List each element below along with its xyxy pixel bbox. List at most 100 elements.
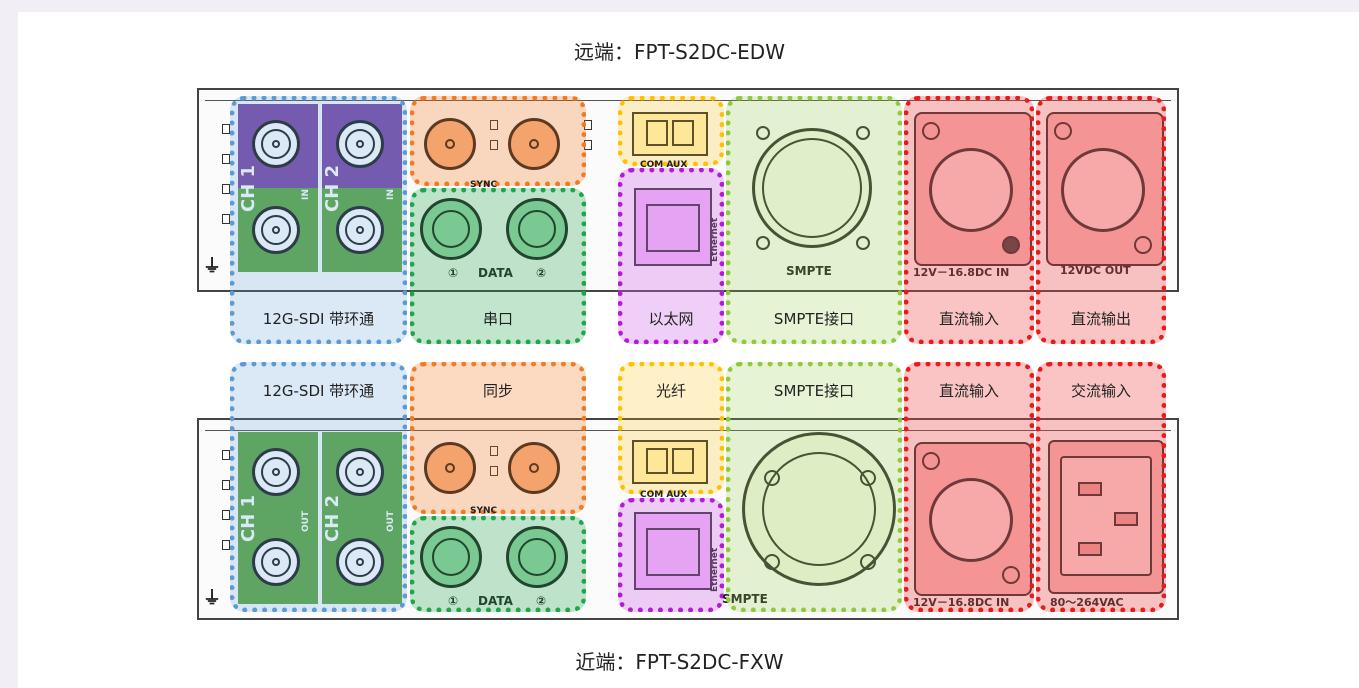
fiber-port-icon [672, 448, 694, 474]
bnc-connector-icon [252, 538, 300, 586]
bottom-smpte-zone [726, 362, 902, 612]
iec-pin-icon [1078, 482, 1102, 496]
smpte-inner-ring-icon [762, 452, 876, 566]
panel-marker [490, 120, 498, 130]
bnc-connector-icon [252, 448, 300, 496]
dc-in-rating: 12V－16.8DC IN [913, 266, 1010, 279]
panel-marker [222, 540, 230, 550]
bnc-connector-icon [336, 120, 384, 168]
port-2-label: ② [536, 594, 547, 608]
port-1-label: ① [448, 266, 459, 280]
bottom-ethernet-zone [618, 498, 724, 612]
bottom-serial-zone [410, 516, 586, 612]
com-aux-label: COM AUX [640, 160, 688, 170]
bottom-dc-in-zone [904, 362, 1034, 612]
sync-label: SYNC [470, 180, 498, 190]
screw-icon [756, 126, 770, 140]
screw-icon [1002, 236, 1020, 254]
pin-array-icon [518, 538, 556, 576]
pin-array-icon [432, 538, 470, 576]
bottom-sdi-zone [230, 362, 407, 612]
screw-icon [856, 126, 870, 140]
pin-array-icon [432, 210, 470, 248]
top-sync-zone [410, 96, 586, 186]
fiber-connector-icon [632, 440, 708, 484]
screw-icon [1134, 236, 1152, 254]
bnc-connector-icon [336, 206, 384, 254]
panel-marker [490, 140, 498, 150]
smpte-inner-ring-icon [762, 138, 862, 238]
top-dc-in-zone [904, 96, 1034, 344]
bnc-connector-icon [336, 448, 384, 496]
pin-icon [445, 463, 455, 473]
panel-marker [222, 184, 230, 194]
panel-marker [490, 446, 498, 456]
fiber-connector-icon [632, 112, 708, 156]
top-sdi-label: 12G-SDI 带环通 [262, 309, 375, 328]
panel-marker [490, 466, 498, 476]
fiber-port-icon [646, 448, 668, 474]
iec-pin-icon [1078, 542, 1102, 556]
xlr-4pin-icon [1061, 148, 1145, 232]
iec-pin-icon [1114, 512, 1138, 526]
screw-icon [922, 122, 940, 140]
bnc-sync-icon [508, 118, 560, 170]
top-ethernet-zone [618, 168, 724, 344]
sync-label: SYNC [470, 506, 498, 516]
top-dc-in-label: 直流输入 [938, 309, 999, 328]
rj45-socket-icon [646, 528, 700, 576]
com-aux-label: COM AUX [640, 490, 688, 500]
bnc-connector-icon [336, 538, 384, 586]
rj45-socket-icon [646, 204, 700, 252]
dc-in-rating: 12V－16.8DC IN [913, 596, 1010, 609]
bottom-sdi-label: 12G-SDI 带环通 [262, 381, 375, 400]
xlr-4pin-icon [929, 478, 1013, 562]
data-label: DATA [478, 594, 513, 608]
screw-icon [860, 554, 876, 570]
top-serial-zone [410, 188, 586, 344]
pin-array-icon [518, 210, 556, 248]
bnc-connector-icon [252, 120, 300, 168]
screw-icon [922, 452, 940, 470]
bottom-ac-in-label: 交流输入 [1070, 381, 1131, 400]
screw-icon [1002, 566, 1020, 584]
top-smpte-zone [726, 96, 902, 344]
panel-marker [222, 214, 230, 224]
pin-icon [445, 139, 455, 149]
top-dc-out-label: 直流输出 [1070, 309, 1131, 328]
bottom-dc-in-label: 直流输入 [938, 381, 999, 400]
top-dc-out-zone [1036, 96, 1166, 344]
port-1-label: ① [448, 594, 459, 608]
fiber-port-icon [672, 120, 694, 146]
top-serial-label: 串口 [482, 309, 513, 328]
panel-marker [222, 510, 230, 520]
ground-icon: ⏚ [203, 256, 221, 277]
dc-out-rating: 12VDC OUT [1060, 264, 1131, 277]
serial-port-2-icon [506, 198, 568, 260]
ground-icon: ⏚ [203, 588, 221, 609]
screw-icon [756, 236, 770, 250]
bottom-fiber-zone [618, 362, 724, 494]
bottom-caption: 近端：FPT-S2DC-FXW [575, 650, 784, 674]
bottom-fiber-label: 光纤 [655, 381, 686, 400]
bottom-smpte-label: SMPTE接口 [773, 381, 855, 400]
data-label: DATA [478, 266, 513, 280]
screw-icon [764, 554, 780, 570]
fiber-port-icon [646, 120, 668, 146]
panel-marker [222, 154, 230, 164]
bnc-connector-icon [252, 206, 300, 254]
top-smpte-label: SMPTE接口 [773, 309, 855, 328]
screw-icon [856, 236, 870, 250]
panel-marker [222, 480, 230, 490]
screw-icon [1054, 122, 1072, 140]
smpte-panel-label: SMPTE [786, 264, 832, 278]
bottom-ac-in-zone [1036, 362, 1166, 612]
bottom-sync-zone [410, 362, 586, 514]
top-fiber-zone [618, 96, 724, 166]
top-sdi-zone [230, 96, 407, 344]
screw-icon [764, 470, 780, 486]
top-caption: 远端：FPT-S2DC-EDW [574, 40, 785, 64]
panel-marker [222, 124, 230, 134]
bottom-sync-label: 同步 [482, 381, 513, 400]
pin-icon [529, 463, 539, 473]
